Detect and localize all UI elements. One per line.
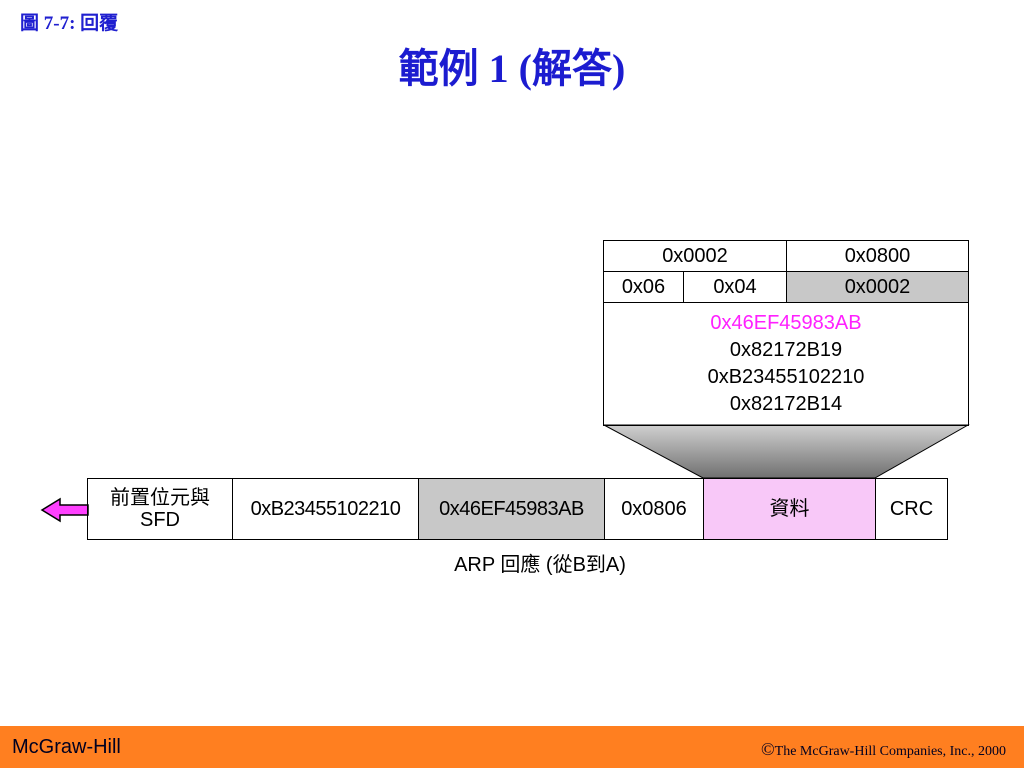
publisher-brand: McGraw-Hill: [12, 736, 121, 758]
copyright-symbol: ©: [760, 739, 775, 759]
frame-source: 0x46EF45983AB: [418, 478, 605, 540]
arp-hw-type: 0x0002: [603, 240, 787, 272]
arp-proto-length: 0x04: [683, 271, 787, 303]
frame-type: 0x0806: [604, 478, 704, 540]
figure-caption: 圖 7-7: 回覆: [20, 13, 119, 34]
frame-preamble: 前置位元與 SFD: [87, 478, 233, 540]
footer-bar: McGraw-Hill ©The McGraw-Hill Companies, …: [0, 726, 1024, 768]
frame-crc: CRC: [875, 478, 948, 540]
copyright-text: The McGraw-Hill Companies, Inc., 2000: [774, 744, 1006, 759]
frame-destination: 0xB23455102210: [232, 478, 419, 540]
frame-data: 資料: [703, 478, 876, 540]
direction-arrow-icon: [40, 497, 89, 523]
arp-sender-hw-address: 0x46EF45983AB: [710, 312, 862, 334]
arp-target-ip-address: 0x82172B14: [729, 393, 843, 415]
slide-title: 範例 1 (解答): [398, 46, 626, 91]
arp-hw-length: 0x06: [603, 271, 684, 303]
arp-target-hw-address: 0xB23455102210: [707, 366, 865, 388]
arp-operation: 0x0002: [786, 271, 969, 303]
expansion-funnel: [603, 424, 970, 479]
frame-caption: ARP 回應 (從B到A): [454, 554, 626, 576]
arp-proto-type: 0x0800: [786, 240, 969, 272]
arp-sender-ip-address: 0x82172B19: [729, 339, 843, 361]
copyright-notice: ©The McGraw-Hill Companies, Inc., 2000: [761, 739, 1006, 760]
arp-address-block: 0x46EF45983AB 0x82172B19 0xB23455102210 …: [603, 302, 969, 426]
